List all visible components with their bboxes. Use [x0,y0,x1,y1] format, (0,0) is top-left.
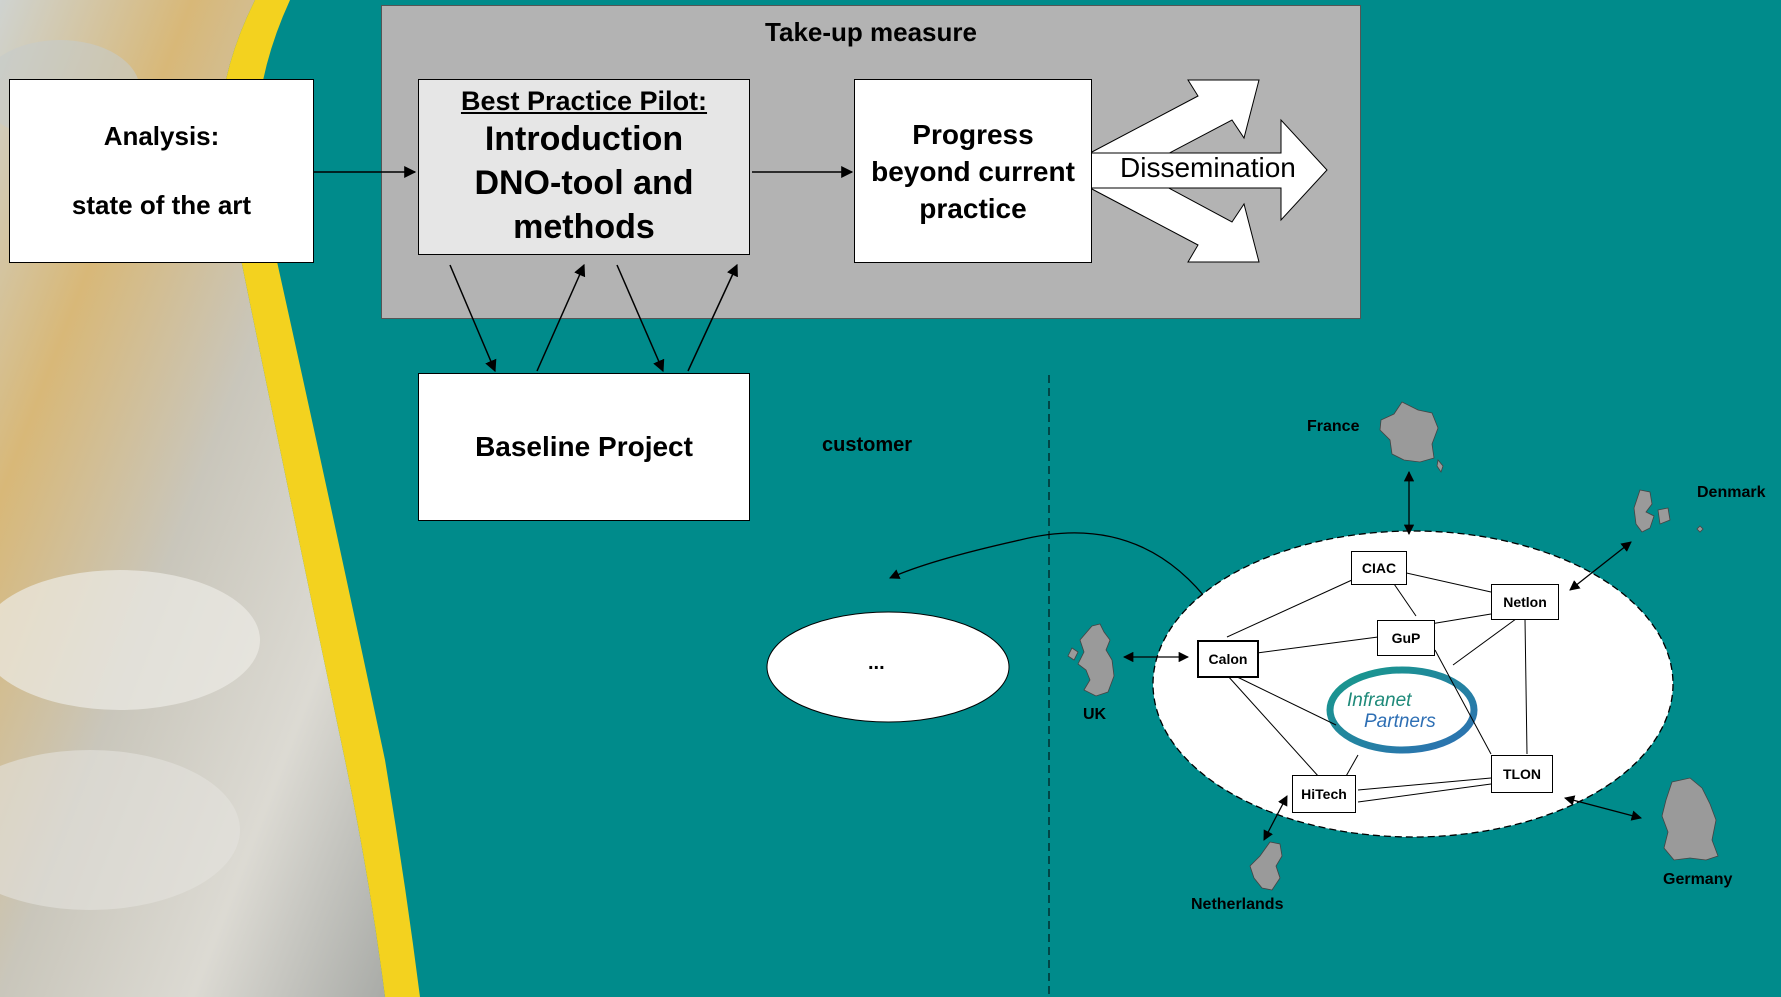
pilot-baseline-arrow-down-2 [616,264,665,373]
progress-line-1: Progress [912,118,1034,150]
analysis-subtitle: state of the art [71,190,252,220]
pilot-baseline-arrow-down-1 [449,264,497,373]
node-ciac: CIAC [1351,551,1407,585]
denmark-arrow [1569,541,1632,591]
infranet-logo-line-2: Partners [1364,711,1436,732]
denmark-map-icon [1633,489,1704,533]
network-links [1226,566,1528,803]
country-germany: Germany [1663,871,1733,888]
country-uk: UK [1083,706,1107,723]
node-tlon: TLON [1491,755,1553,793]
netherlands-map-icon [1249,841,1283,891]
dissemination-label: Dissemination [1120,152,1296,183]
country-france: France [1307,418,1360,435]
netherlands-arrow [1263,795,1288,841]
baseline-project-box: Baseline Project [418,373,750,521]
baseline-project-label: Baseline Project [475,431,693,462]
pilot-baseline-arrow-up-2 [687,263,738,372]
uk-map-icon [1067,623,1115,697]
progress-line-3: practice [919,192,1027,224]
infranet-logo-line-1: Infranet [1347,690,1412,711]
dissemination-arrow-right [1090,118,1328,222]
pilot-line-1: Introduction [484,120,684,158]
take-up-title: Take-up measure [765,17,977,47]
progress-box: Progress beyond current practice [854,79,1092,263]
progress-line-2: beyond current [871,155,1075,187]
infranet-logo-ring [1326,666,1478,754]
country-netherlands: Netherlands [1191,896,1284,913]
germany-arrow [1563,795,1643,821]
customer-curve-arrow [889,532,1213,607]
customer-label: customer [822,434,913,456]
wave-foam [0,570,260,710]
pilot-baseline-arrow-up-1 [536,263,586,372]
pilot-line-3: methods [513,208,655,246]
country-denmark: Denmark [1697,484,1766,501]
node-gup: GuP [1377,620,1435,656]
customer-ellipse [766,611,1010,723]
france-map-icon [1379,401,1444,473]
node-netlon: Netlon [1491,584,1559,620]
germany-map-icon [1661,777,1719,861]
pilot-heading: Best Practice Pilot: [460,86,708,116]
node-hitech: HiTech [1292,775,1356,813]
customer-ellipsis: ... [868,652,885,674]
wave-foam [0,750,240,910]
analysis-box: Analysis: state of the art [9,79,314,263]
pilot-box: Best Practice Pilot: Introduction DNO-to… [418,79,750,255]
analysis-title: Analysis: [103,121,220,151]
network-ellipse [1152,530,1674,838]
pilot-line-2: DNO-tool and [474,164,694,202]
node-calon: Calon [1197,640,1259,678]
